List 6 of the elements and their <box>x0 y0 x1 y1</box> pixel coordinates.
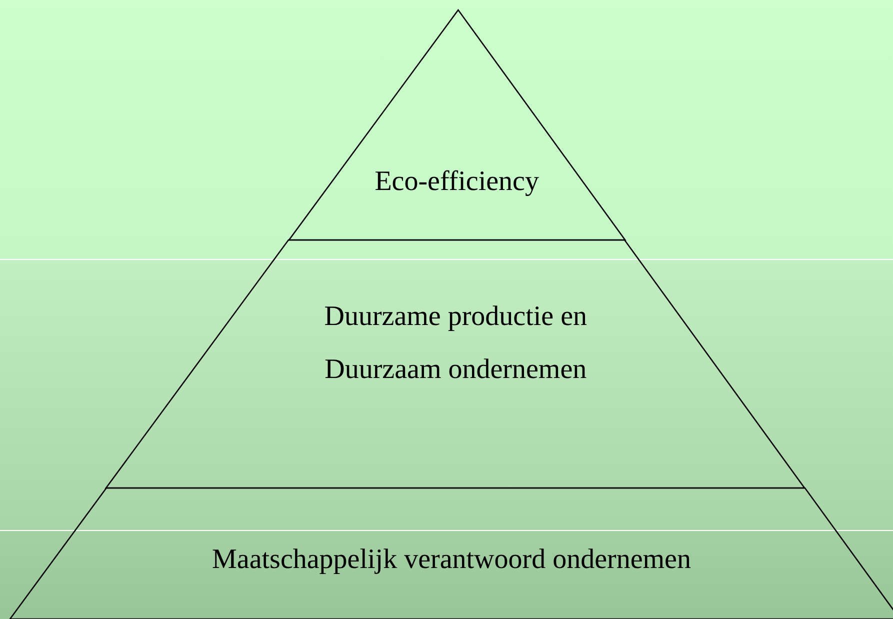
tier-label: Duurzame productie en Duurzaam ondernemen <box>323 300 588 388</box>
tier-label: Eco-efficiency <box>374 165 540 199</box>
pyramid-tier <box>106 240 805 488</box>
pyramid-tier <box>10 488 893 619</box>
pyramid-tier <box>288 10 625 240</box>
tier-label: Maatschappelijk verantwoord ondernemen <box>211 543 692 577</box>
